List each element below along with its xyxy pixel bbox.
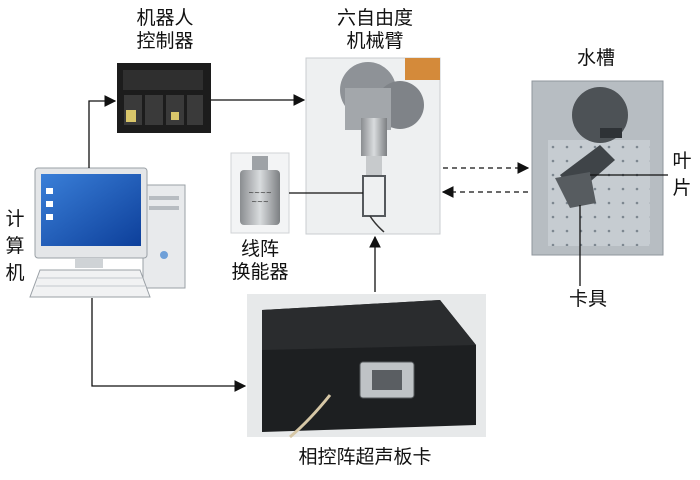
water-tank-image (532, 81, 663, 255)
label-water-tank: 水槽 (566, 47, 626, 70)
transducer-image: ~~~~ ~~~ (231, 153, 289, 233)
label-six-dof-arm: 六自由度 机械臂 (320, 7, 430, 53)
computer-image (30, 168, 185, 297)
label-transducer: 线阵 换能器 (220, 238, 300, 284)
label-phased-array-card: 相控阵超声板卡 (265, 446, 465, 469)
label-fixture: 卡具 (558, 288, 618, 311)
label-blade-char-1: 叶 (671, 148, 693, 175)
arrow-computer-to-controller (89, 101, 115, 168)
label-robot-controller: 机器人 控制器 (120, 7, 210, 53)
label-blade-char-2: 片 (671, 175, 693, 202)
svg-text:~~~: ~~~ (251, 198, 269, 206)
label-computer: 计 算 机 (4, 206, 26, 287)
robot-arm-image (306, 58, 440, 234)
arrow-computer-to-card (92, 298, 245, 386)
label-computer-char-3: 机 (4, 260, 26, 287)
label-computer-char-2: 算 (4, 233, 26, 260)
phased-array-card-image (247, 294, 486, 437)
svg-text:~~~~: ~~~~ (248, 189, 272, 197)
label-computer-char-1: 计 (4, 206, 26, 233)
robot-controller-image (117, 63, 211, 133)
label-blade: 叶 片 (671, 148, 693, 202)
